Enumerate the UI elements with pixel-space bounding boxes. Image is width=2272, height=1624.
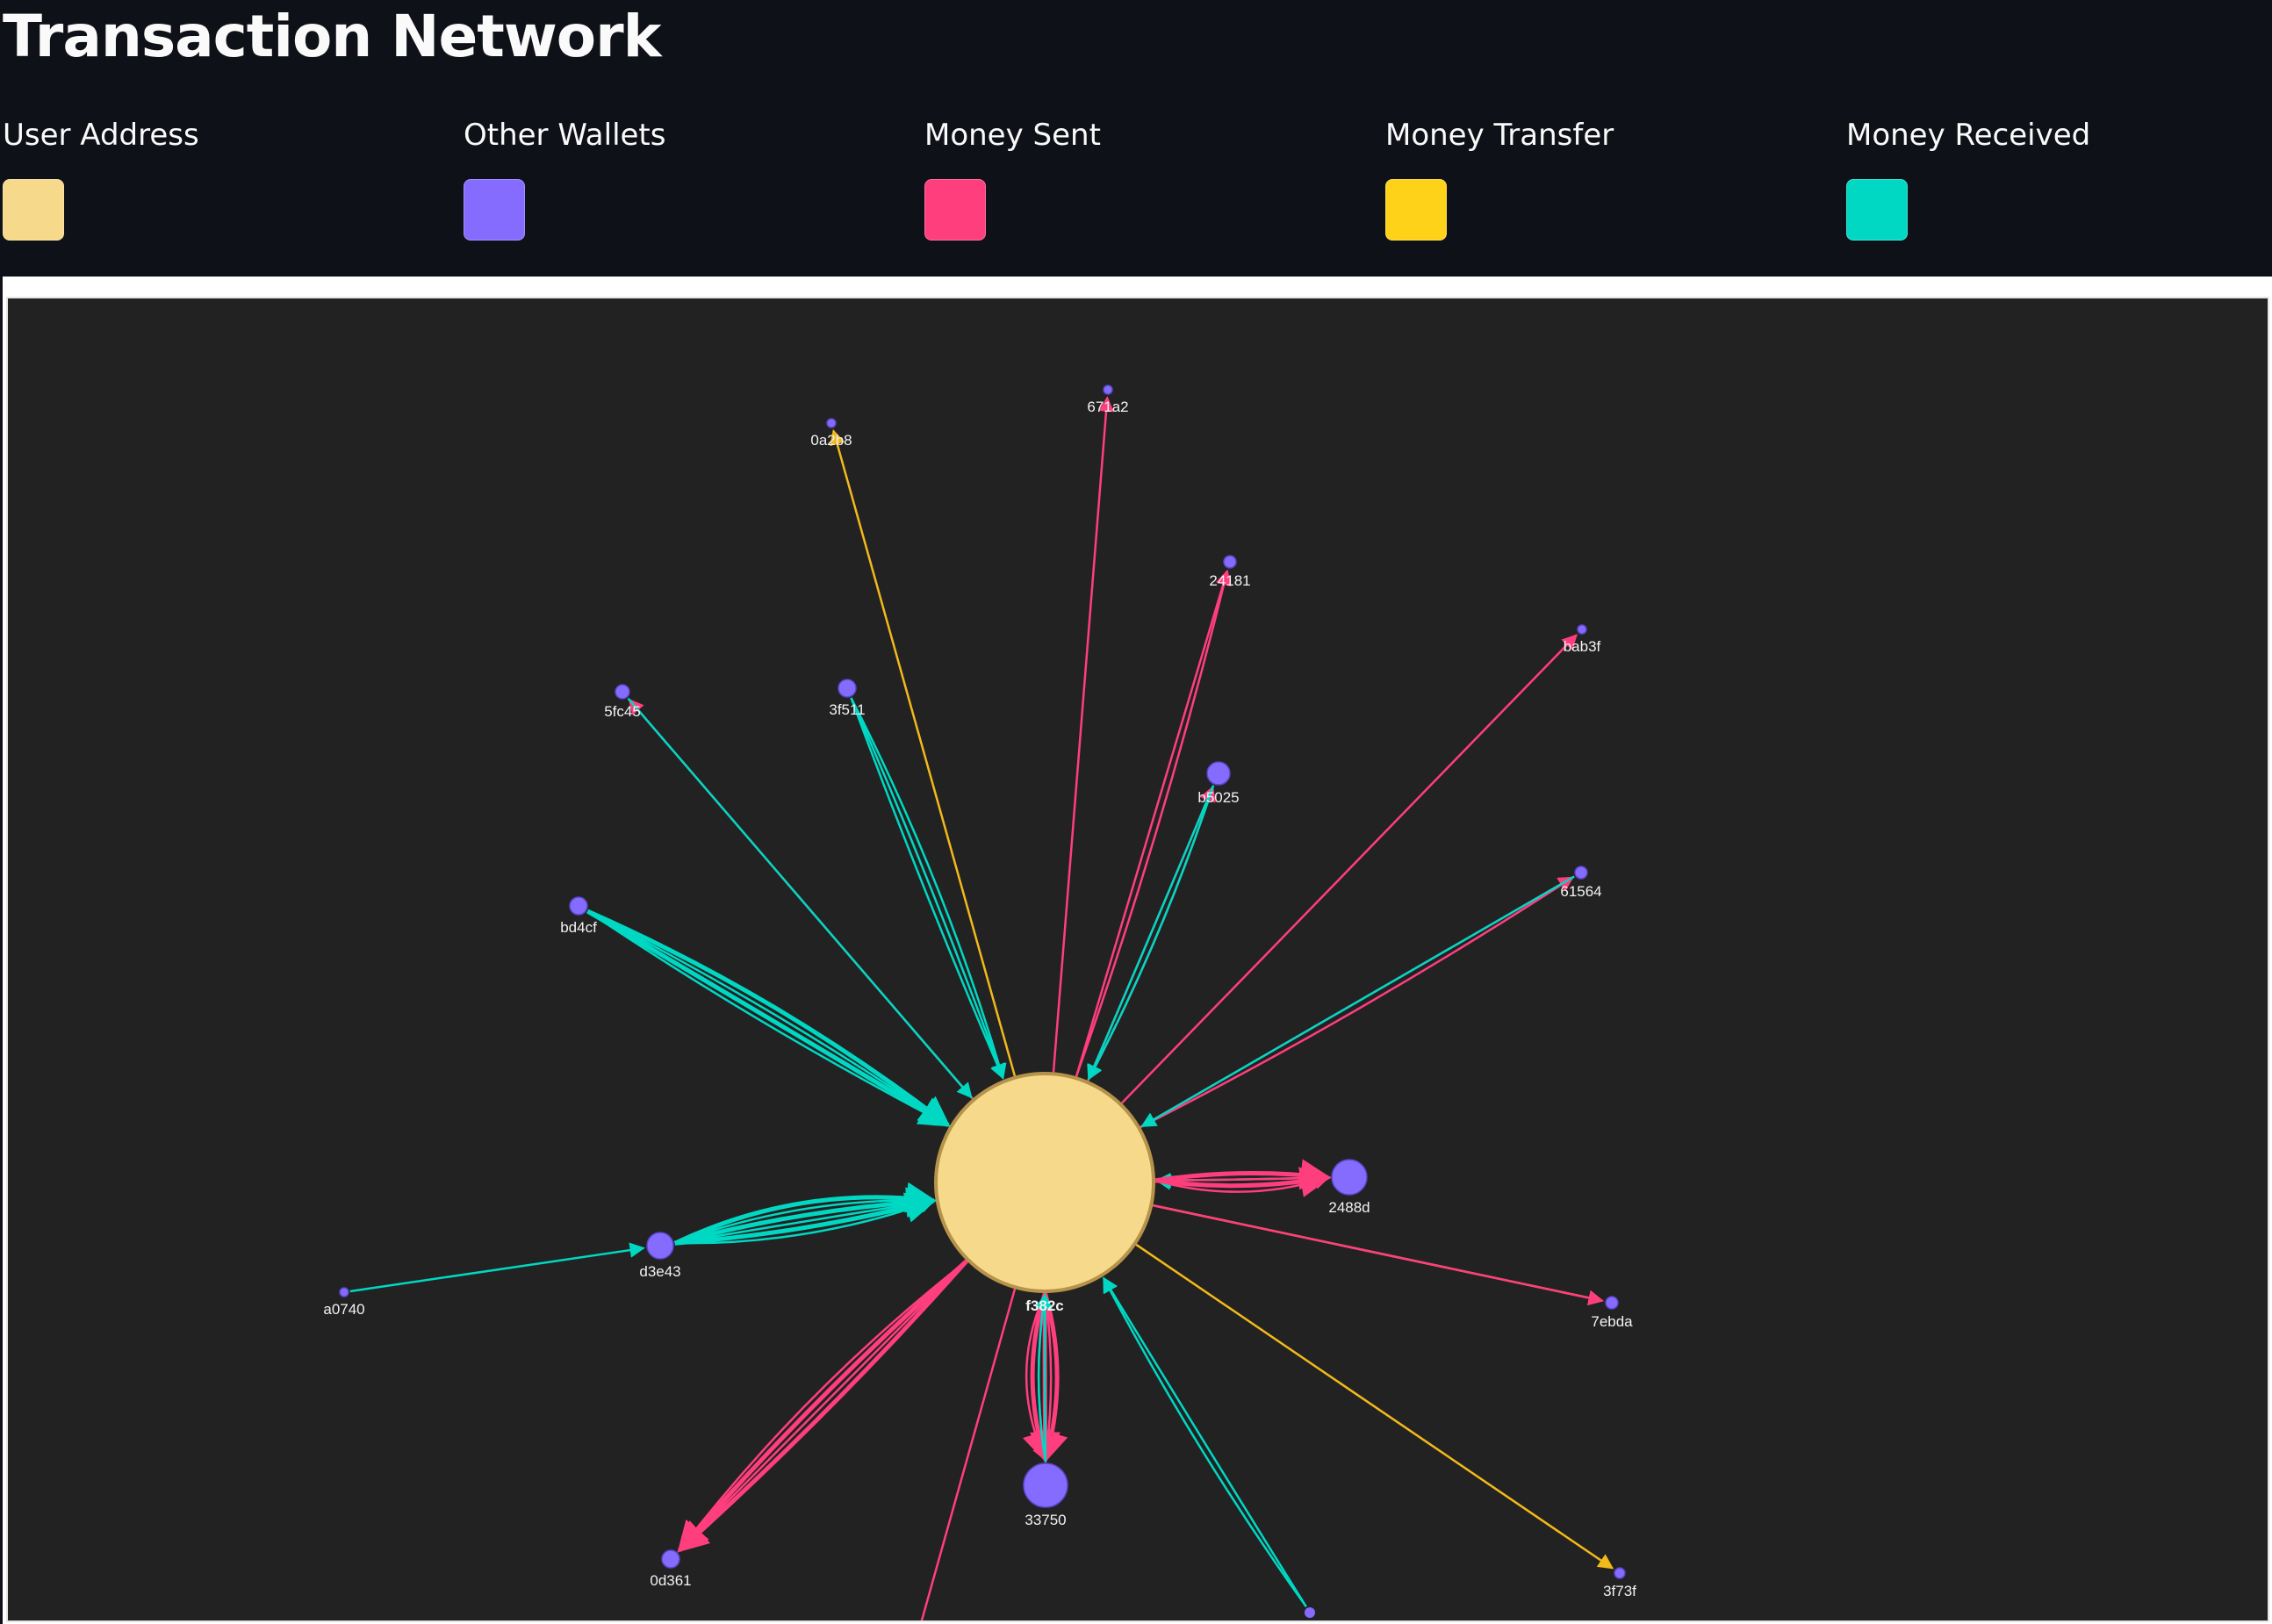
edge-sent-f382c-offscreen-bottom-left bbox=[920, 1288, 1017, 1620]
edge-sent-f382c-671a2 bbox=[1052, 396, 1114, 1073]
wallet-node-0a2b8[interactable] bbox=[826, 418, 837, 428]
edge-received-offscreen-bottom-right-f382c bbox=[1103, 1276, 1307, 1607]
edge-received-b5025-f382c bbox=[1087, 785, 1215, 1081]
legend-item-money-sent: Money Sent bbox=[922, 111, 1361, 251]
legend-label: Other Wallets bbox=[464, 118, 666, 153]
legend-label: Money Transfer bbox=[1385, 118, 1614, 153]
edge-received-bd4cf-f382c bbox=[586, 909, 951, 1127]
wallet-node-5fc45[interactable] bbox=[615, 684, 630, 700]
wallet-node-3f73f[interactable] bbox=[1614, 1567, 1626, 1579]
edge-sent-f382c-61564 bbox=[1140, 876, 1574, 1129]
wallet-node-partial[interactable] bbox=[1305, 1607, 1315, 1618]
color-picker-user-address[interactable] bbox=[3, 179, 64, 241]
wallet-node-7ebda[interactable] bbox=[1605, 1296, 1619, 1310]
page-title: Transaction Network bbox=[3, 3, 662, 70]
edge-received-33750-f382c bbox=[1035, 1293, 1051, 1462]
wallet-node-a0740[interactable] bbox=[339, 1287, 349, 1297]
edge-received-61564-f382c bbox=[1140, 875, 1575, 1128]
edge-received-bd4cf-f382c bbox=[586, 909, 950, 1126]
wallet-node-label-5fc45: 5fc45 bbox=[604, 703, 641, 720]
wallet-node-24181[interactable] bbox=[1223, 555, 1237, 569]
network-graph[interactable]: f382c 0a2b8 671a2 24181 bab3f 5fc45 3f511 b5025… bbox=[8, 298, 2269, 1622]
edge-received-33750-f382c bbox=[1037, 1293, 1053, 1462]
wallet-node-label-bab3f: bab3f bbox=[1564, 638, 1601, 655]
wallet-node-label-3f511: 3f511 bbox=[829, 701, 865, 718]
network-graph-canvas[interactable]: f382c 0a2b8 671a2 24181 bab3f 5fc45 3f511 b5025… bbox=[6, 297, 2269, 1622]
legend-label: Money Sent bbox=[924, 118, 1101, 153]
edge-sent-f382c-2488d bbox=[1154, 1167, 1332, 1197]
wallet-node-label-b5025: b5025 bbox=[1197, 789, 1239, 806]
wallet-node-bab3f[interactable] bbox=[1577, 624, 1587, 635]
legend-item-user-address: User Address bbox=[0, 111, 439, 251]
edge-received-d3e43-f382c bbox=[674, 1197, 936, 1245]
edge-received-d3e43-f382c bbox=[674, 1187, 938, 1246]
legend: User Address Other Wallets Money Sent Mo… bbox=[0, 111, 2272, 251]
legend-item-money-received: Money Received bbox=[1844, 111, 2272, 251]
edge-received-d3e43-f382c bbox=[674, 1195, 936, 1245]
edge-received-d3e43-f382c bbox=[673, 1182, 938, 1246]
wallet-node-0d361[interactable] bbox=[661, 1549, 680, 1569]
wallet-node-label-bd4cf: bd4cf bbox=[560, 919, 597, 936]
wallet-node-label-61564: 61564 bbox=[1560, 883, 1601, 900]
edge-sent-f382c-0d361 bbox=[677, 1259, 968, 1553]
wallet-node-61564[interactable] bbox=[1574, 866, 1588, 880]
legend-label: Money Received bbox=[1846, 118, 2091, 153]
edge-received-3f511-f382c bbox=[850, 697, 1005, 1080]
wallet-node-label-3f73f: 3f73f bbox=[1603, 1583, 1636, 1599]
wallet-node-label-7ebda: 7ebda bbox=[1591, 1313, 1633, 1330]
graph-frame: f382c 0a2b8 671a2 24181 bab3f 5fc45 3f511 b5025… bbox=[3, 277, 2272, 1624]
edge-sent-f382c-bab3f bbox=[1120, 634, 1578, 1104]
edge-received-5fc45-f382c bbox=[627, 697, 973, 1099]
wallet-node-label-671a2: 671a2 bbox=[1087, 399, 1128, 415]
legend-item-money-transfer: Money Transfer bbox=[1383, 111, 1822, 251]
edge-sent-f382c-33750 bbox=[1025, 1292, 1047, 1462]
edge-received-a0740-d3e43 bbox=[349, 1242, 645, 1293]
edge-sent-f382c-24181 bbox=[1075, 569, 1231, 1077]
wallet-node-label-d3e43: d3e43 bbox=[639, 1263, 680, 1280]
wallet-node-bd4cf[interactable] bbox=[569, 896, 588, 916]
edge-sent-f382c-2488d bbox=[1154, 1174, 1330, 1193]
wallet-node-d3e43[interactable] bbox=[646, 1232, 674, 1260]
edge-received-3f511-f382c bbox=[850, 697, 1007, 1080]
color-picker-money-sent[interactable] bbox=[924, 179, 986, 241]
edges-layer bbox=[349, 396, 1614, 1620]
legend-label: User Address bbox=[3, 118, 199, 153]
color-picker-other-wallets[interactable] bbox=[464, 179, 525, 241]
edge-transfer-f382c-3f73f bbox=[1135, 1243, 1614, 1570]
legend-item-other-wallets: Other Wallets bbox=[461, 111, 900, 251]
edge-sent-f382c-24181 bbox=[1075, 569, 1232, 1077]
user-address-node[interactable] bbox=[934, 1072, 1155, 1293]
edge-received-b5025-f382c bbox=[1087, 785, 1215, 1081]
wallet-node-b5025[interactable] bbox=[1206, 761, 1231, 786]
wallet-node-label-0d361: 0d361 bbox=[650, 1572, 691, 1589]
edge-sent-f382c-0d361 bbox=[678, 1260, 967, 1552]
wallet-node-2488d[interactable] bbox=[1331, 1159, 1368, 1196]
edge-transfer-f382c-0a2b8 bbox=[830, 429, 1017, 1077]
edge-received-offscreen-bottom-right-f382c bbox=[1103, 1276, 1307, 1607]
edge-sent-f382c-0d361 bbox=[678, 1260, 968, 1552]
edge-received-bd4cf-f382c bbox=[586, 909, 951, 1127]
wallet-node-3f511[interactable] bbox=[838, 679, 857, 698]
edge-sent-f382c-33750 bbox=[1022, 1292, 1053, 1463]
wallet-node-671a2[interactable] bbox=[1103, 384, 1113, 395]
wallet-node-33750[interactable] bbox=[1023, 1462, 1068, 1508]
color-picker-money-received[interactable] bbox=[1846, 179, 1908, 241]
wallet-node-label-24181: 24181 bbox=[1209, 572, 1250, 589]
wallet-node-label-33750: 33750 bbox=[1025, 1512, 1066, 1528]
edge-received-d3e43-f382c bbox=[674, 1192, 936, 1245]
wallet-node-label-2488d: 2488d bbox=[1328, 1199, 1370, 1216]
edge-received-3f511-f382c bbox=[850, 697, 1006, 1080]
edge-sent-f382c-0d361 bbox=[677, 1259, 969, 1553]
edge-sent-f382c-7ebda bbox=[1153, 1204, 1604, 1305]
node-label-user-address: f382c bbox=[1025, 1297, 1063, 1314]
edge-received-bd4cf-f382c bbox=[586, 910, 950, 1126]
nodes-layer: f382c 0a2b8 671a2 24181 bab3f 5fc45 3f511 b5025… bbox=[323, 384, 1636, 1618]
wallet-node-label-0a2b8: 0a2b8 bbox=[810, 432, 852, 449]
wallet-node-label-a0740: a0740 bbox=[323, 1301, 364, 1318]
color-picker-money-transfer[interactable] bbox=[1385, 179, 1447, 241]
edge-received-d3e43-f382c bbox=[674, 1192, 938, 1246]
